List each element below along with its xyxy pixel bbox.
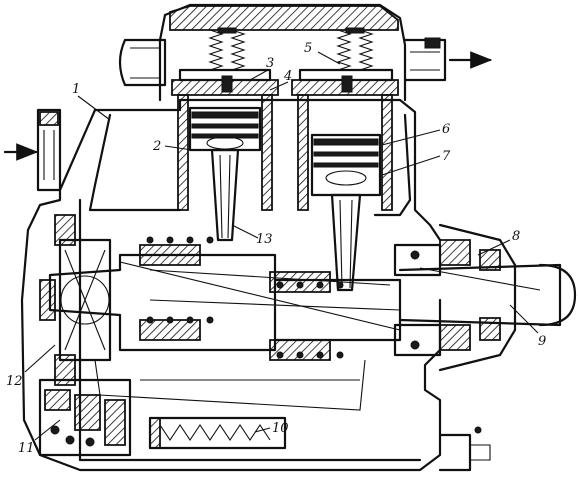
left-bearing <box>39 214 112 386</box>
label-10: 10 <box>272 421 289 436</box>
label-5: 5 <box>304 41 312 56</box>
label-1: 1 <box>72 82 80 97</box>
right-connecting-rod <box>330 193 362 292</box>
oil-filter <box>148 416 287 450</box>
label-3: 3 <box>266 56 274 71</box>
left-connecting-rod <box>210 148 240 242</box>
valve-springs <box>208 27 374 71</box>
label-13: 13 <box>256 232 273 247</box>
label-9: 9 <box>538 334 546 349</box>
shaft-seal <box>393 223 517 372</box>
service-valve <box>438 426 491 472</box>
label-2: 2 <box>152 139 161 154</box>
label-4: 4 <box>283 69 292 84</box>
label-12: 12 <box>6 374 23 389</box>
oil-pump <box>38 378 132 457</box>
label-8: 8 <box>512 229 520 244</box>
right-cylinder <box>297 94 393 211</box>
suction-port <box>3 108 62 192</box>
label-7: 7 <box>442 149 451 164</box>
cylinder-head <box>118 3 493 102</box>
left-cylinder <box>177 94 273 211</box>
valve-plate <box>171 68 399 96</box>
label-6: 6 <box>442 122 450 137</box>
label-11: 11 <box>18 441 35 456</box>
leader-lines <box>24 51 539 441</box>
